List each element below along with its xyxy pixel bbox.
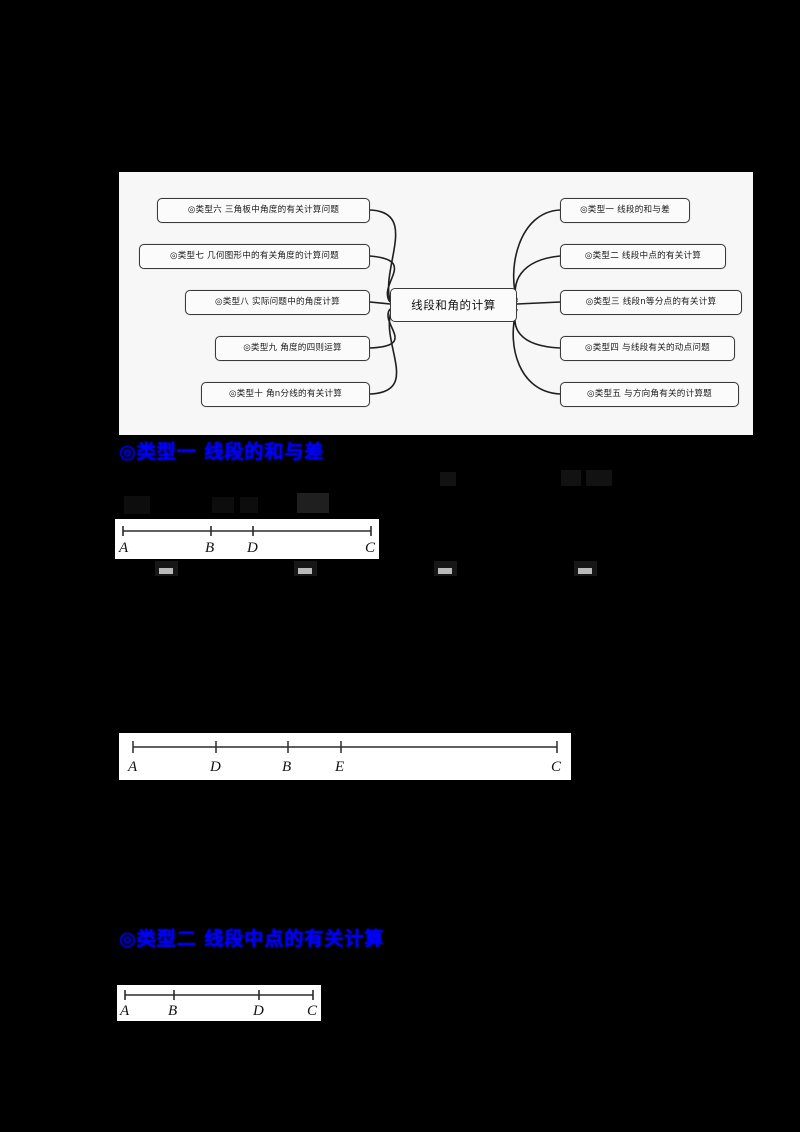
mindmap-node-type-three[interactable]: ◎类型三 线段n等分点的有关计算: [560, 290, 742, 315]
mindmap-center-node[interactable]: 线段和角的计算: [390, 288, 517, 322]
mindmap-node-type-four[interactable]: ◎类型四 与线段有关的动点问题: [560, 336, 735, 361]
segment-figure-2: A D B E C: [119, 733, 571, 780]
obscured-text-fragment: [586, 470, 612, 486]
mindmap-node-label: ◎类型八 实际问题中的角度计算: [215, 296, 340, 307]
mindmap-node-label: ◎类型六 三角板中角度的有关计算问题: [187, 204, 340, 215]
mindmap-node-label: ◎类型七 几何图形中的有关角度的计算问题: [170, 250, 339, 261]
mindmap-node-type-eight[interactable]: ◎类型八 实际问题中的角度计算: [185, 290, 370, 315]
obscured-text-fragment: [297, 493, 329, 513]
svg-text:C: C: [365, 540, 376, 556]
svg-text:C: C: [551, 759, 562, 775]
svg-text:E: E: [334, 759, 344, 775]
section-heading-type-two: ◎类型二 线段中点的有关计算: [119, 928, 385, 950]
svg-text:A: A: [127, 759, 138, 775]
mindmap-node-type-five[interactable]: ◎类型五 与方向角有关的计算题: [560, 382, 739, 407]
obscured-text-fragment: [240, 497, 258, 513]
mindmap-node-label: ◎类型九 角度的四则运算: [243, 342, 342, 353]
obscured-text-fragment: [212, 497, 234, 513]
segment-figure-1: A B D C: [115, 519, 379, 559]
mindmap-center-label: 线段和角的计算: [411, 298, 496, 312]
obscured-text-fragment: [561, 470, 581, 486]
mindmap-node-type-seven[interactable]: ◎类型七 几何图形中的有关角度的计算问题: [139, 244, 370, 269]
mindmap-node-label: ◎类型一 线段的和与差: [580, 204, 670, 215]
obscured-mark: [155, 561, 178, 576]
mindmap-node-label: ◎类型三 线段n等分点的有关计算: [585, 296, 717, 307]
obscured-text-fragment: [124, 496, 150, 514]
mindmap-node-type-ten[interactable]: ◎类型十 角n分线的有关计算: [201, 382, 370, 407]
mindmap-node-label: ◎类型四 与线段有关的动点问题: [585, 342, 710, 353]
section-heading-type-one: ◎类型一 线段的和与差: [119, 441, 325, 463]
svg-text:D: D: [246, 540, 258, 556]
mindmap-panel: ◎类型六 三角板中角度的有关计算问题 ◎类型七 几何图形中的有关角度的计算问题 …: [119, 172, 753, 435]
svg-text:A: A: [119, 1003, 130, 1019]
mindmap-node-type-two[interactable]: ◎类型二 线段中点的有关计算: [560, 244, 726, 269]
svg-text:B: B: [205, 540, 214, 556]
obscured-mark: [434, 561, 457, 576]
svg-text:A: A: [118, 540, 129, 556]
mindmap-node-label: ◎类型十 角n分线的有关计算: [228, 388, 342, 399]
segment-figure-3: A B D C: [117, 985, 321, 1021]
svg-text:D: D: [209, 759, 221, 775]
mindmap-node-type-nine[interactable]: ◎类型九 角度的四则运算: [215, 336, 370, 361]
mindmap-node-label: ◎类型五 与方向角有关的计算题: [587, 388, 712, 399]
svg-text:B: B: [282, 759, 291, 775]
svg-text:B: B: [168, 1003, 177, 1019]
svg-text:C: C: [307, 1003, 318, 1019]
obscured-mark: [294, 561, 317, 576]
mindmap-node-type-six[interactable]: ◎类型六 三角板中角度的有关计算问题: [157, 198, 370, 223]
svg-text:D: D: [252, 1003, 264, 1019]
obscured-mark: [574, 561, 597, 576]
mindmap-node-label: ◎类型二 线段中点的有关计算: [584, 250, 702, 261]
mindmap-node-type-one[interactable]: ◎类型一 线段的和与差: [560, 198, 690, 223]
obscured-text-fragment: [440, 472, 456, 486]
